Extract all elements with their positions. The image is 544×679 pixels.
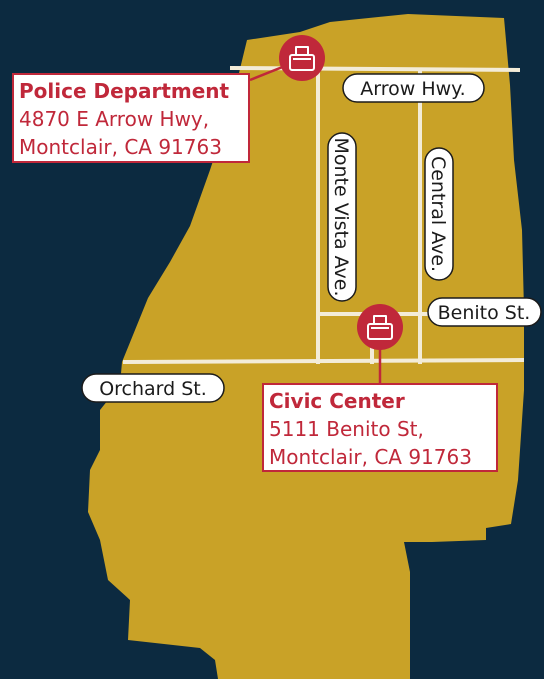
- street-label-arrow-text: Arrow Hwy.: [360, 78, 465, 100]
- police-address-line1: 4870 E Arrow Hwy,: [19, 107, 210, 131]
- police-name: Police Department: [19, 79, 230, 103]
- police-address-line2: Montclair, CA 91763: [19, 135, 222, 159]
- street-label-orchard: Orchard St.: [81, 373, 225, 403]
- police-marker[interactable]: [279, 35, 325, 81]
- civic-address-line2: Montclair, CA 91763: [269, 445, 472, 469]
- civic-callout: Civic Center 5111 Benito St, Montclair, …: [262, 383, 498, 472]
- street-label-monte-vista: Monte Vista Ave.: [327, 132, 357, 302]
- ballot-box-icon: [289, 46, 315, 71]
- street-label-orchard-text: Orchard St.: [99, 378, 207, 400]
- street-label-monte-vista-text: Monte Vista Ave.: [330, 138, 352, 297]
- street-label-central-text: Central Ave.: [427, 156, 449, 272]
- roads: [122, 65, 525, 365]
- civic-name: Civic Center: [269, 389, 405, 413]
- road-orchard: [122, 357, 525, 365]
- city-boundary: [88, 14, 524, 679]
- police-callout: Police Department 4870 E Arrow Hwy, Mont…: [12, 73, 250, 163]
- ballot-box-icon: [367, 315, 393, 340]
- street-label-central: Central Ave.: [424, 147, 454, 281]
- street-label-benito-text: Benito St.: [438, 302, 531, 324]
- street-label-arrow: Arrow Hwy.: [342, 73, 485, 103]
- street-label-benito: Benito St.: [427, 297, 542, 327]
- civic-marker[interactable]: [357, 304, 403, 350]
- civic-address-line1: 5111 Benito St,: [269, 417, 424, 441]
